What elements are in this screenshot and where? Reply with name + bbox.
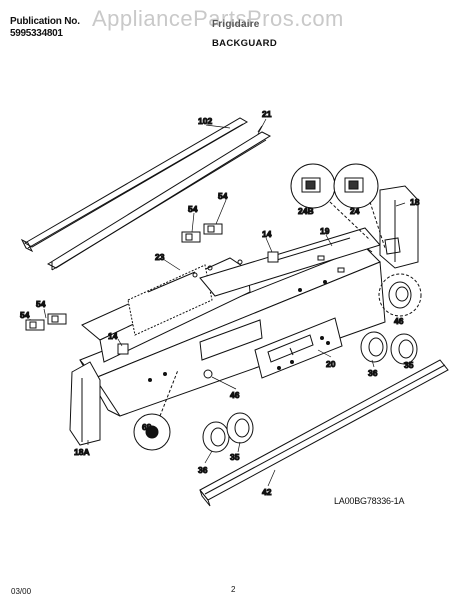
callout-label-24b: 24B xyxy=(298,206,314,216)
part-knob-36-left xyxy=(202,421,230,453)
callout-label-21: 21 xyxy=(262,109,272,119)
part-rail-21 xyxy=(46,125,272,271)
callout-label-54-a: 54 xyxy=(188,204,198,214)
part-screw-46 xyxy=(203,369,213,379)
callout-label-24: 24 xyxy=(350,206,360,216)
diagram-id: LA00BG78336-1A xyxy=(334,496,405,506)
callout-label-19: 19 xyxy=(320,226,330,236)
detail-callout-46-right xyxy=(378,273,422,317)
part-clip-54-a xyxy=(181,231,201,243)
section-title: BACKGUARD xyxy=(212,38,277,49)
part-clip-54-d xyxy=(47,313,67,325)
callout-label-36-left: 36 xyxy=(198,465,208,475)
part-end-cap-18a xyxy=(69,361,101,446)
brand-name: Frigidaire xyxy=(212,19,260,30)
part-knob-36-mid xyxy=(226,412,254,444)
detail-callout-24 xyxy=(333,163,386,249)
part-front-trim-42 xyxy=(199,359,449,507)
callout-label-54-d: 54 xyxy=(36,299,46,309)
callout-label-23: 23 xyxy=(155,252,165,262)
watermark: AppliancePartsPros.com xyxy=(92,6,344,31)
footer-date: 03/00 xyxy=(11,587,32,596)
part-knob-36-right xyxy=(360,331,388,363)
callout-label-35-right: 35 xyxy=(404,360,414,370)
part-switch-14-top xyxy=(267,251,279,263)
callout-label-42: 42 xyxy=(262,487,272,497)
part-switch-14-left xyxy=(117,343,129,355)
publication-number: 5995334801 xyxy=(10,28,63,39)
callout-label-69: 69 xyxy=(142,422,152,432)
callout-label-35-mid: 35 xyxy=(230,452,240,462)
callout-label-18a: 18A xyxy=(74,447,90,457)
part-backguard-panel xyxy=(79,246,386,417)
callout-label-18: 18 xyxy=(410,197,420,207)
callout-label-14-left: 14 xyxy=(108,331,118,341)
callout-label-54-c: 54 xyxy=(20,310,30,320)
callout-label-46-top: 46 xyxy=(394,316,404,326)
callout-label-46-mid: 46 xyxy=(230,390,240,400)
callout-label-20: 20 xyxy=(326,359,336,369)
page-number: 2 xyxy=(231,585,236,594)
part-trim-strip-102 xyxy=(20,117,249,253)
part-clock-display-20 xyxy=(254,317,343,379)
callout-label-36-right: 36 xyxy=(368,368,378,378)
publication-label: Publication No. xyxy=(10,16,80,27)
callout-label-102: 102 xyxy=(198,116,212,126)
callout-label-14-top: 14 xyxy=(262,229,272,239)
part-clip-54-c xyxy=(25,319,45,331)
callout-label-54-b: 54 xyxy=(218,191,228,201)
detail-callout-24b xyxy=(290,163,371,241)
detail-callout-69 xyxy=(133,369,179,451)
part-button-46-top xyxy=(388,281,412,309)
part-clip-54-b xyxy=(203,223,223,235)
leader-lines xyxy=(29,118,406,487)
part-knob-35 xyxy=(390,333,418,365)
part-end-cap-18 xyxy=(379,185,419,269)
